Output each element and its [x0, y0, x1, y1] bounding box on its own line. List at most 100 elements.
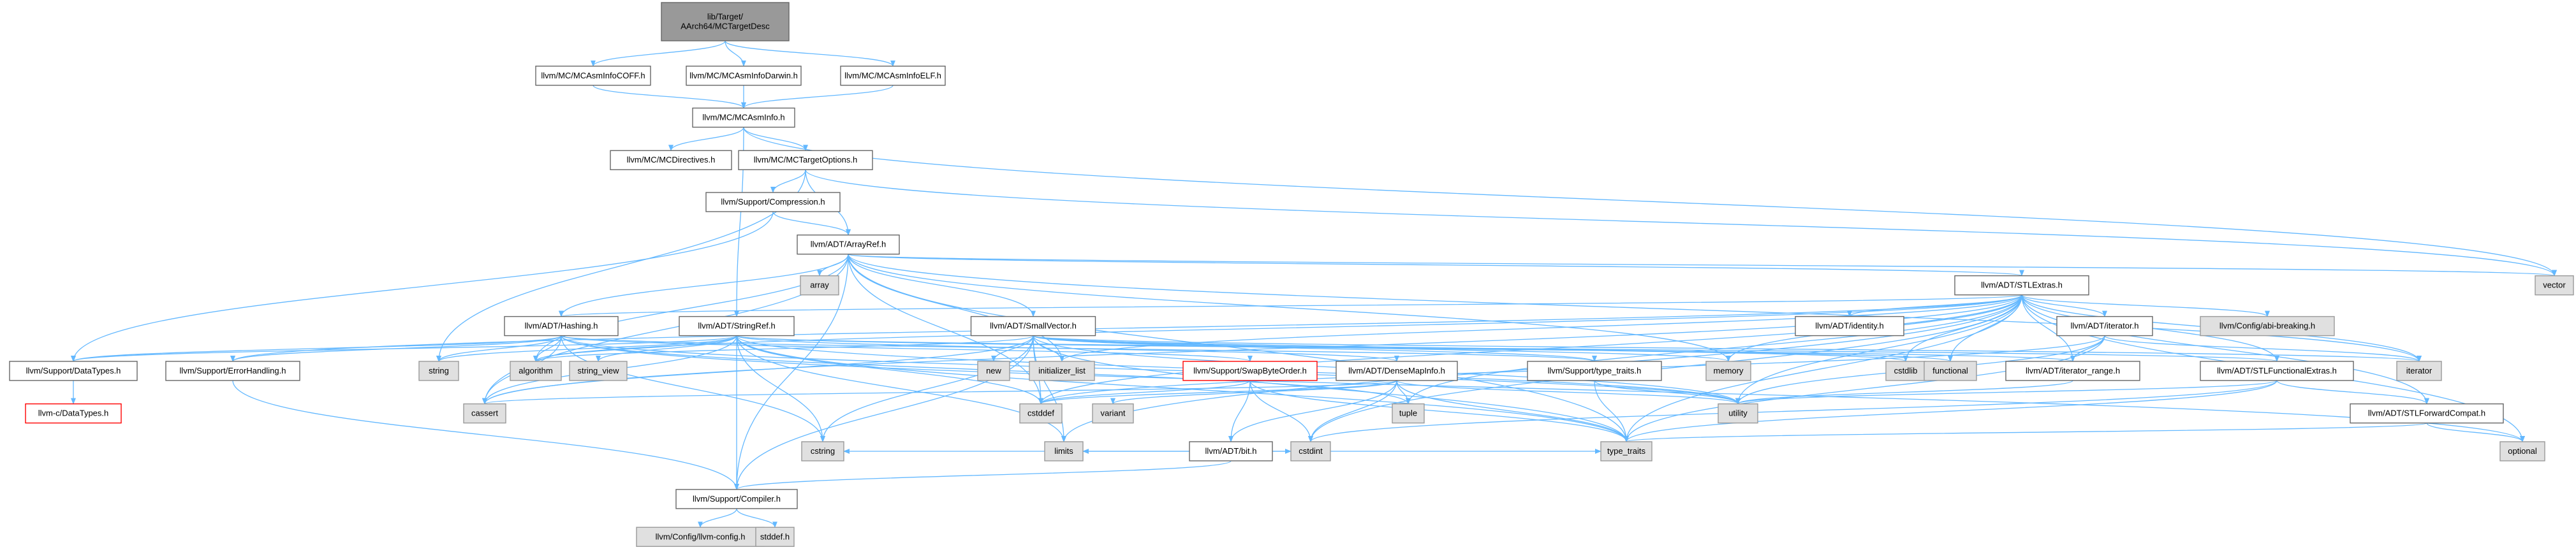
node-label-llvmconfig: llvm/Config/llvm-config.h	[656, 532, 746, 541]
node-label-errorhandling: llvm/Support/ErrorHandling.h	[180, 366, 286, 375]
node-hashing[interactable]: llvm/ADT/Hashing.h	[504, 316, 619, 337]
node-label-root: lib/Target/AArch64/MCTargetDesc	[681, 12, 770, 31]
node-label-vector: vector	[2543, 280, 2566, 290]
node-box-mcdirectives	[610, 150, 732, 170]
node-box-arrayref	[797, 234, 900, 255]
node-stlforwardcompat[interactable]: llvm/ADT/STLForwardCompat.h	[2350, 403, 2504, 424]
node-box-variant	[1092, 403, 1134, 424]
node-densemapinfo[interactable]: llvm/ADT/DenseMapInfo.h	[1336, 361, 1458, 381]
edge-densemapinfo-to-cstddef	[1038, 380, 1397, 405]
node-box-utility	[1718, 403, 1758, 424]
edge-compression-to-datatypes	[71, 211, 774, 362]
node-darwin[interactable]: llvm/MC/MCAsmInfoDarwin.h	[686, 66, 802, 86]
node-box-initializer_list	[1029, 361, 1095, 381]
node-box-densemapinfo	[1336, 361, 1458, 381]
edge-stringref-to-algorithm	[533, 335, 737, 362]
edge-stringref-to-string_view	[596, 335, 737, 362]
node-stlextras[interactable]: llvm/ADT/STLExtras.h	[1954, 275, 2089, 296]
edge-densemapinfo-to-adtbit	[1228, 380, 1397, 442]
node-label-mcdirectives: llvm/MC/MCDirectives.h	[627, 155, 716, 164]
edge-elf-to-mcasminfo	[741, 85, 894, 109]
node-label-cstdlib: cstdlib	[1894, 366, 1918, 375]
node-label-adtbit: llvm/ADT/bit.h	[1205, 446, 1257, 456]
edge-root-to-elf	[725, 40, 895, 67]
edge-stlforwardcompat-to-optional	[2426, 423, 2525, 442]
node-box-root	[661, 2, 790, 41]
node-box-stlfunctionalextras	[2200, 361, 2354, 381]
header-nodes: lib/Target/AArch64/MCTargetDesc llvm/MC/M…	[9, 2, 2574, 547]
node-label-variant: variant	[1100, 409, 1125, 418]
node-box-cstdlib	[1885, 361, 1926, 381]
node-compiler[interactable]: llvm/Support/Compiler.h	[675, 489, 798, 509]
node-adtbit[interactable]: llvm/ADT/bit.h	[1189, 441, 1273, 461]
node-label-stlforwardcompat: llvm/ADT/STLForwardCompat.h	[2368, 409, 2485, 418]
node-llvmconfig: llvm/Config/llvm-config.h	[636, 526, 765, 547]
node-optional: optional	[2499, 441, 2545, 461]
node-label-coff: llvm/MC/MCAsmInfoCOFF.h	[541, 71, 645, 80]
node-box-mcasminfo	[692, 107, 795, 128]
edge-mcasminfo-to-mctargetoptions	[743, 127, 808, 152]
node-mcasminfo[interactable]: llvm/MC/MCAsmInfo.h	[692, 107, 795, 128]
node-box-coff	[535, 66, 651, 86]
node-label-utility: utility	[1728, 409, 1748, 418]
node-box-vector	[2535, 275, 2574, 296]
node-iteratorrange[interactable]: llvm/ADT/iterator_range.h	[2005, 361, 2140, 381]
node-arrayref[interactable]: llvm/ADT/ArrayRef.h	[797, 234, 900, 255]
edge-stlextras-to-identity	[1847, 294, 2022, 317]
node-abibreaking: llvm/Config/abi-breaking.h	[2200, 316, 2335, 337]
node-box-darwin	[686, 66, 802, 86]
node-label-identity: llvm/ADT/identity.h	[1815, 321, 1883, 331]
edge-arrayref-to-hashing	[559, 254, 849, 317]
node-errorhandling[interactable]: llvm/Support/ErrorHandling.h	[165, 361, 300, 381]
node-identity[interactable]: llvm/ADT/identity.h	[1795, 316, 1904, 337]
node-box-adtiterator	[2056, 316, 2153, 337]
node-typetraits[interactable]: llvm/Support/type_traits.h	[1527, 361, 1662, 381]
node-adtiterator[interactable]: llvm/ADT/iterator.h	[2056, 316, 2153, 337]
edge-swapbyteorder-to-cstdint	[1249, 380, 1313, 442]
node-cstdint: cstdint	[1290, 441, 1331, 461]
node-label-mctargetoptions: llvm/MC/MCTargetOptions.h	[754, 155, 858, 164]
node-label-stlfunctionalextras: llvm/ADT/STLFunctionalExtras.h	[2217, 366, 2337, 375]
edge-coff-to-mcasminfo	[592, 85, 746, 109]
node-label-darwin: llvm/MC/MCAsmInfoDarwin.h	[689, 71, 798, 80]
node-box-string_view	[569, 361, 628, 381]
edge-stlextras-to-utility	[1735, 294, 2022, 405]
edge-arrayref-to-stlextras	[848, 254, 2024, 277]
node-cstddef: cstddef	[1019, 403, 1063, 424]
edge-smallvector-to-algorithm	[533, 335, 1034, 362]
edge-arrayref-to-initializer_list	[848, 254, 1064, 362]
node-box-memory	[1705, 361, 1751, 381]
node-stlfunctionalextras[interactable]: llvm/ADT/STLFunctionalExtras.h	[2200, 361, 2354, 381]
edge-adtiterator-to-type_traits	[1624, 335, 2105, 442]
node-coff[interactable]: llvm/MC/MCAsmInfoCOFF.h	[535, 66, 651, 86]
node-mcdirectives[interactable]: llvm/MC/MCDirectives.h	[610, 150, 732, 170]
node-box-functional	[1924, 361, 1977, 381]
node-label-memory: memory	[1714, 366, 1744, 375]
node-box-stlextras	[1954, 275, 2089, 296]
node-label-initializer_list: initializer_list	[1038, 366, 1086, 375]
node-label-stlextras: llvm/ADT/STLExtras.h	[1981, 280, 2063, 290]
node-box-stddef	[755, 526, 795, 547]
edge-stlextras-to-initializer_list	[1059, 294, 2022, 362]
node-stringref[interactable]: llvm/ADT/StringRef.h	[679, 316, 795, 337]
node-smallvector[interactable]: llvm/ADT/SmallVector.h	[970, 316, 1096, 337]
node-cassert: cassert	[463, 403, 506, 424]
node-string: string	[418, 361, 459, 381]
node-label-optional: optional	[2508, 446, 2537, 456]
node-compression[interactable]: llvm/Support/Compression.h	[705, 192, 841, 212]
node-elf[interactable]: llvm/MC/MCAsmInfoELF.h	[840, 66, 946, 86]
edge-smallvector-to-limits	[1033, 335, 1066, 442]
edge-stlforwardcompat-to-type_traits	[1624, 423, 2427, 442]
node-datatypes[interactable]: llvm/Support/DataTypes.h	[9, 361, 138, 381]
edge-iteratorrange-to-utility	[1735, 380, 2073, 405]
edge-arrayref-to-vector	[848, 254, 2556, 277]
edge-stlextras-to-adtiterator	[2021, 294, 2107, 317]
node-box-string	[418, 361, 459, 381]
edge-mctargetoptions-to-vector	[805, 170, 2557, 277]
edge-compiler-to-stddef	[736, 508, 777, 528]
node-label-compression: llvm/Support/Compression.h	[721, 197, 825, 207]
node-mctargetoptions[interactable]: llvm/MC/MCTargetOptions.h	[738, 150, 873, 170]
node-variant: variant	[1092, 403, 1134, 424]
edge-stlfunctionalextras-to-utility	[1735, 380, 2278, 405]
